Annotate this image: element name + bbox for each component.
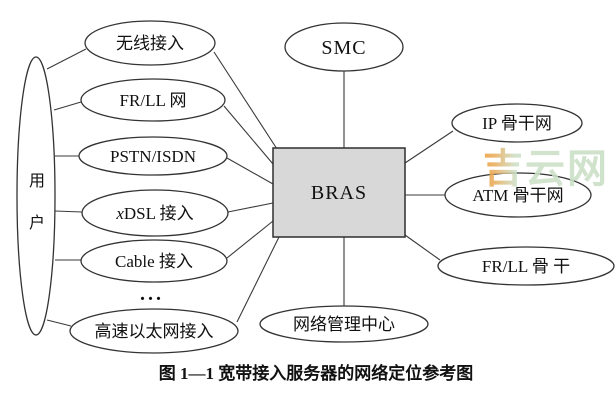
node-wireless-label: 无线接入 bbox=[116, 34, 184, 53]
node-bras-shape bbox=[272, 147, 406, 238]
node-user-label-1: 用 bbox=[29, 173, 45, 190]
node-atm-backbone-label: ATM 骨干网 bbox=[472, 186, 563, 205]
node-nmc-shape bbox=[259, 305, 429, 343]
node-cable-shape bbox=[80, 239, 228, 283]
node-bras-label: BRAS bbox=[311, 182, 367, 204]
node-frll-backbone-label: FR/LL 骨 干 bbox=[482, 257, 570, 276]
edge-bras-ip bbox=[404, 130, 454, 164]
node-atm-backbone-shape bbox=[444, 172, 592, 218]
connectors bbox=[46, 48, 454, 327]
node-user-shape bbox=[16, 56, 56, 336]
node-frll-backbone: FR/LL 骨 干 bbox=[437, 246, 615, 286]
node-network-mgmt-center: 网络管理中心 bbox=[259, 305, 429, 343]
figure-caption: 图 1—1 宽带接入服务器的网络定位参考图 bbox=[159, 363, 474, 383]
edge-user-frll-net bbox=[53, 101, 82, 111]
node-ethernet-shape bbox=[69, 308, 239, 354]
node-xdsl-label-x: x bbox=[115, 204, 124, 223]
node-bras: BRAS bbox=[272, 147, 406, 238]
node-smc-label: SMC bbox=[321, 37, 366, 59]
node-pstn-isdn: PSTN/ISDN bbox=[78, 136, 228, 176]
node-frll-net: FR/LL 网 bbox=[80, 78, 226, 122]
node-frll-backbone-shape bbox=[437, 246, 615, 286]
node-xdsl-label-rest: DSL 接入 bbox=[124, 204, 194, 223]
node-nmc-label: 网络管理中心 bbox=[293, 315, 395, 334]
site-watermark: 吉云网 bbox=[483, 147, 609, 191]
node-ip-backbone-shape bbox=[451, 103, 583, 143]
node-pstn-isdn-label: PSTN/ISDN bbox=[110, 147, 196, 166]
node-ethernet-access: 高速以太网接入 bbox=[69, 308, 239, 354]
node-ip-backbone: IP 骨干网 bbox=[451, 103, 583, 143]
node-xdsl-shape bbox=[81, 189, 229, 237]
edge-frll-net-bras bbox=[223, 105, 274, 165]
node-frll-net-label: FR/LL 网 bbox=[120, 91, 187, 110]
node-smc: SMC bbox=[284, 22, 404, 72]
edge-pstn-bras bbox=[226, 157, 274, 185]
node-wireless-access: 无线接入 bbox=[84, 20, 216, 66]
node-cable-access: Cable 接入 bbox=[80, 239, 228, 283]
node-wireless-shape bbox=[84, 20, 216, 66]
node-cable-label: Cable 接入 bbox=[115, 252, 193, 271]
node-user: 用 户 bbox=[16, 56, 56, 336]
edge-cable-bras bbox=[226, 220, 274, 259]
node-atm-backbone: ATM 骨干网 bbox=[444, 172, 592, 218]
node-xdsl-access: xDSL 接入 bbox=[81, 189, 229, 237]
node-ip-backbone-label: IP 骨干网 bbox=[482, 114, 552, 133]
edge-user-ethernet bbox=[46, 319, 72, 327]
ellipsis-dots: ... bbox=[140, 283, 164, 305]
node-pstn-isdn-shape bbox=[78, 136, 228, 176]
edge-bras-frll-bb bbox=[404, 234, 441, 261]
node-frll-net-shape bbox=[80, 78, 226, 122]
node-user-label-2: 户 bbox=[29, 214, 45, 232]
node-smc-shape bbox=[284, 22, 404, 72]
edge-ethernet-bras bbox=[236, 236, 280, 323]
node-xdsl-label: xDSL 接入 bbox=[115, 204, 193, 223]
edge-user-xdsl bbox=[54, 210, 83, 213]
edge-user-wireless bbox=[46, 48, 87, 70]
node-ethernet-label: 高速以太网接入 bbox=[95, 322, 214, 341]
edge-xdsl-bras bbox=[227, 202, 274, 213]
edge-wireless-bras bbox=[213, 51, 278, 150]
